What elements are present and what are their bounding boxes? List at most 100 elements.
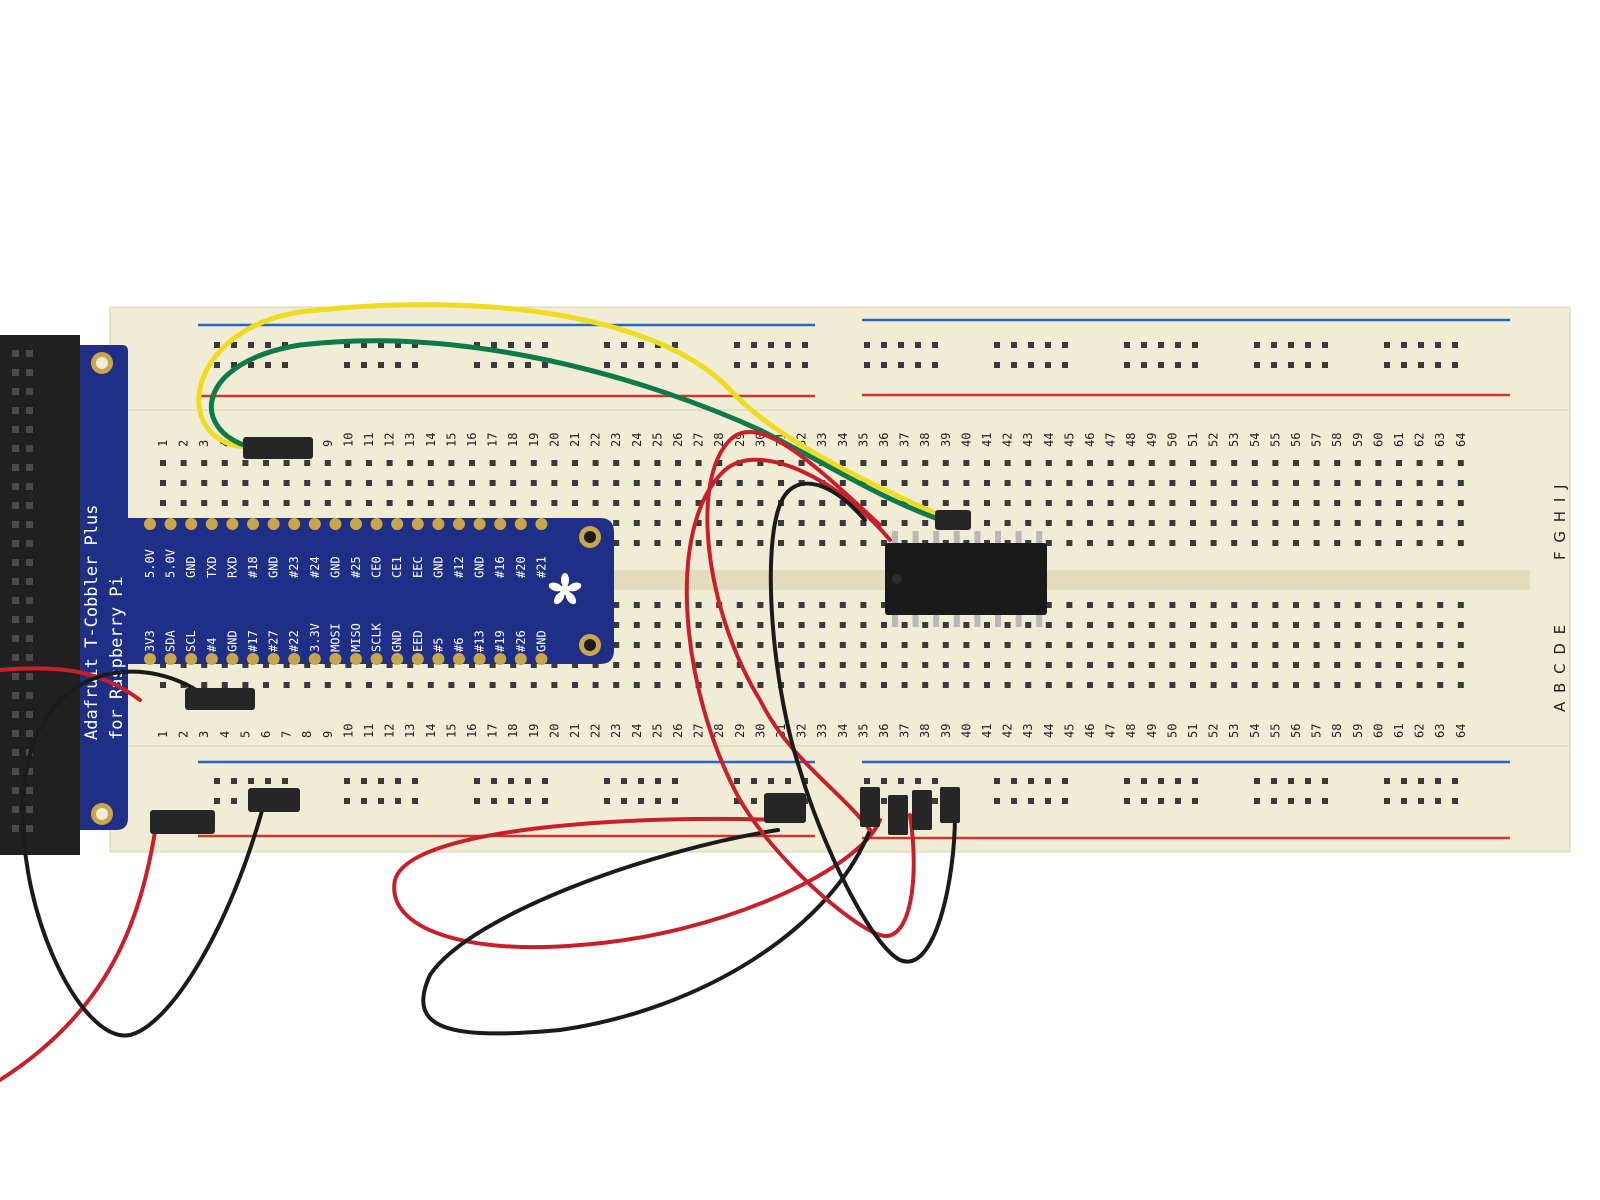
breadboard-hole [1457,642,1464,648]
cobbler-pin-pad [432,653,445,665]
breadboard-hole [427,662,434,668]
breadboard-hole [1416,500,1423,506]
cobbler-pin-label: 3V3 [143,630,157,652]
breadboard-hole [1293,520,1299,526]
breadboard-hole [1066,500,1073,506]
breadboard-hole [1045,342,1051,348]
ic-legs [892,531,1043,627]
breadboard-hole [1437,662,1444,668]
column-label: 41 [980,433,994,447]
column-label: 51 [1186,433,1200,447]
breadboard-hole [283,460,290,466]
breadboard-hole [942,642,949,648]
breadboard-hole [1148,602,1155,608]
breadboard-hole [1251,460,1258,466]
breadboard-hole [1210,622,1217,628]
ribbon-pin [12,483,19,490]
breadboard-hole [1272,622,1279,628]
breadboard-hole [1087,682,1093,688]
breadboard-hole [1272,540,1279,546]
breadboard-hole [613,622,620,628]
breadboard-hole [1148,460,1155,466]
breadboard-hole [448,480,455,486]
breadboard-hole [542,778,548,784]
breadboard-hole [655,778,661,784]
breadboard-hole [1107,642,1114,648]
wire-black-arc [768,481,957,964]
breadboard-hole [1396,602,1402,608]
breadboard-hole [1334,500,1341,506]
breadboard-hole [736,520,743,526]
ribbon-pin [26,426,33,433]
breadboard-hole [860,682,867,688]
column-label: 54 [1248,724,1262,738]
breadboard-hole [695,480,702,486]
breadboard-hole [613,520,620,526]
breadboard-hole [819,622,826,628]
breadboard-hole [942,480,949,486]
breadboard-hole [736,602,743,608]
column-label: 12 [383,724,397,738]
breadboard-hole [1025,662,1032,668]
adafruit-logo-icon [548,573,582,605]
breadboard-hole [1141,342,1147,348]
breadboard-hole [901,460,908,466]
jumper-connectors [150,437,971,835]
breadboard-hole [1087,540,1093,546]
cobbler-pin-label: GND [473,556,487,578]
ribbon-pin [12,730,19,737]
breadboard-hole [604,362,610,368]
breadboard-hole [798,662,805,668]
breadboard-hole [768,362,774,368]
breadboard-hole [1158,778,1164,784]
breadboard-hole [734,778,740,784]
breadboard-hole [572,662,578,668]
cobbler-pin-pad [350,653,362,665]
breadboard-hole [819,662,826,668]
column-label: 64 [1454,724,1468,738]
breadboard-hole [932,362,938,368]
breadboard-hole [839,682,846,688]
breadboard-hole [1004,480,1011,486]
breadboard-hole [881,540,887,546]
breadboard-hole [474,342,480,348]
breadboard-hole [716,520,723,526]
breadboard-hole [736,642,743,648]
cobbler-pin-pad [535,653,548,665]
breadboard-hole [798,602,805,608]
cobbler-pin-label: #17 [246,630,260,652]
breadboard-hole [1396,520,1402,526]
cobbler-pin-label: 3.3V [308,623,322,652]
column-label: 20 [547,433,561,447]
breadboard-hole [242,480,249,486]
column-label: 43 [1021,433,1035,447]
breadboard-hole [963,682,970,688]
breadboard-hole [1254,342,1260,348]
breadboard-hole [1396,662,1402,668]
breadboard-hole [984,682,990,688]
breadboard-hole [1231,662,1238,668]
breadboard-hole [672,778,678,784]
breadboard-hole [984,460,990,466]
breadboard-hole [881,798,887,804]
cobbler-pin-label: GND [225,630,239,652]
breadboard-hole [1190,682,1196,688]
breadboard-hole [263,480,269,486]
column-label: 33 [815,433,829,447]
breadboard-hole [530,682,537,688]
breadboard-hole [366,662,372,668]
breadboard-hole [1272,642,1279,648]
column-label: 14 [424,433,438,447]
column-label: 42 [1001,724,1015,738]
ribbon-pin [26,369,33,376]
breadboard-hole [592,682,599,688]
breadboard-hole [1305,362,1311,368]
breadboard-hole [898,342,904,348]
breadboard-hole [242,682,249,688]
breadboard-hole [263,460,269,466]
breadboard-hole [751,798,757,804]
breadboard-hole [695,540,702,546]
breadboard-hole [1313,682,1320,688]
breadboard-hole [1272,460,1279,466]
